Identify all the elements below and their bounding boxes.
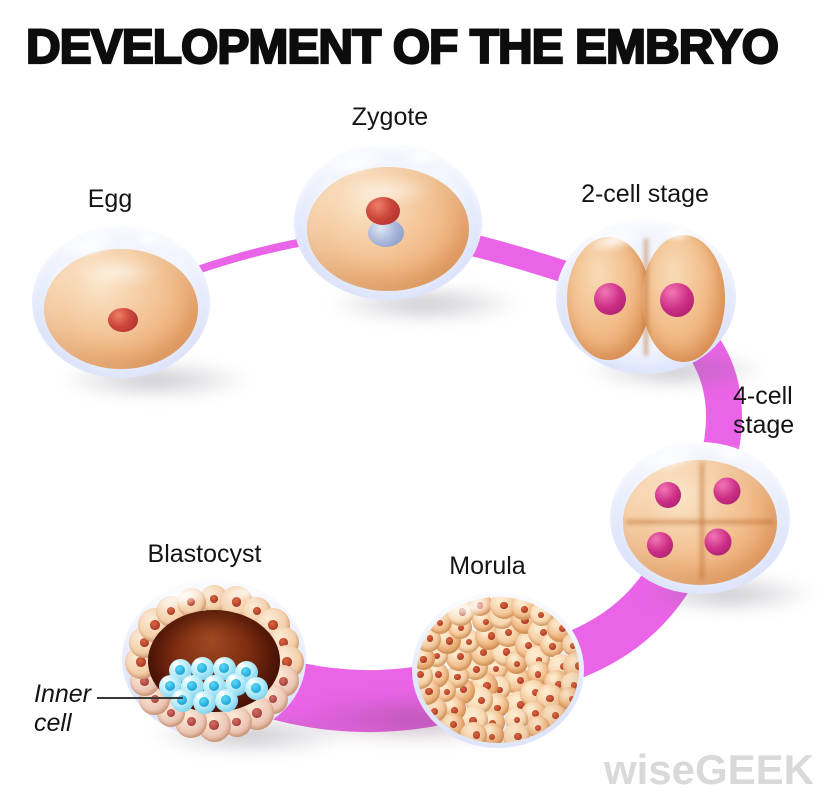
zygote-label: Zygote xyxy=(351,103,429,131)
morula-illustration xyxy=(412,589,584,748)
morula-cell-cluster xyxy=(417,597,579,743)
morula-cell xyxy=(557,687,579,711)
morula-cell xyxy=(561,633,579,657)
egg-nucleus xyxy=(107,308,138,333)
four-cell-stage-label: 4-cell stage xyxy=(733,382,795,439)
blastocyst-illustration xyxy=(122,577,306,742)
morula-cell xyxy=(510,597,536,620)
egg-cell-illustration xyxy=(32,226,210,378)
inner-cell-mass-cell xyxy=(192,690,216,714)
inner-cell-mass xyxy=(122,580,306,738)
morula-cell xyxy=(526,715,550,739)
two-cell-stage-label: 2-cell stage xyxy=(581,180,709,208)
morula-cell xyxy=(502,722,530,743)
wisegeek-watermark: wiseGEEK xyxy=(603,746,814,793)
inner-cell-leader-line xyxy=(97,697,183,699)
four-cell-nucleus-4 xyxy=(704,528,732,556)
four-cell-nucleus-1 xyxy=(654,482,681,509)
two-cell-stage-illustration xyxy=(556,220,736,374)
zygote-cell-illustration xyxy=(294,144,482,300)
inner-cell-mass-cell xyxy=(244,676,268,700)
diagram-title: DEVELOPMENT OF THE EMBRYO xyxy=(25,20,780,75)
four-cell-nucleus-3 xyxy=(647,532,674,559)
morula-label: Morula xyxy=(449,552,526,580)
inner-cell-mass-cell xyxy=(170,688,194,712)
inner-cell-label: Inner cell xyxy=(34,680,91,737)
blastocyst-label: Blastocyst xyxy=(147,540,262,568)
morula-cell xyxy=(417,647,436,671)
egg-label: Egg xyxy=(87,185,133,213)
two-cell-nucleus-left xyxy=(594,282,626,315)
morula-cell xyxy=(417,627,441,653)
four-cell-stage-illustration xyxy=(610,441,790,594)
inner-cell-mass-cell xyxy=(190,656,214,680)
morula-cell xyxy=(460,721,488,743)
four-cell-nucleus-2 xyxy=(713,477,741,505)
inner-cell-mass-cell xyxy=(214,688,238,712)
zygote-pronucleus-red xyxy=(366,197,401,226)
two-cell-nucleus-right xyxy=(659,283,694,318)
